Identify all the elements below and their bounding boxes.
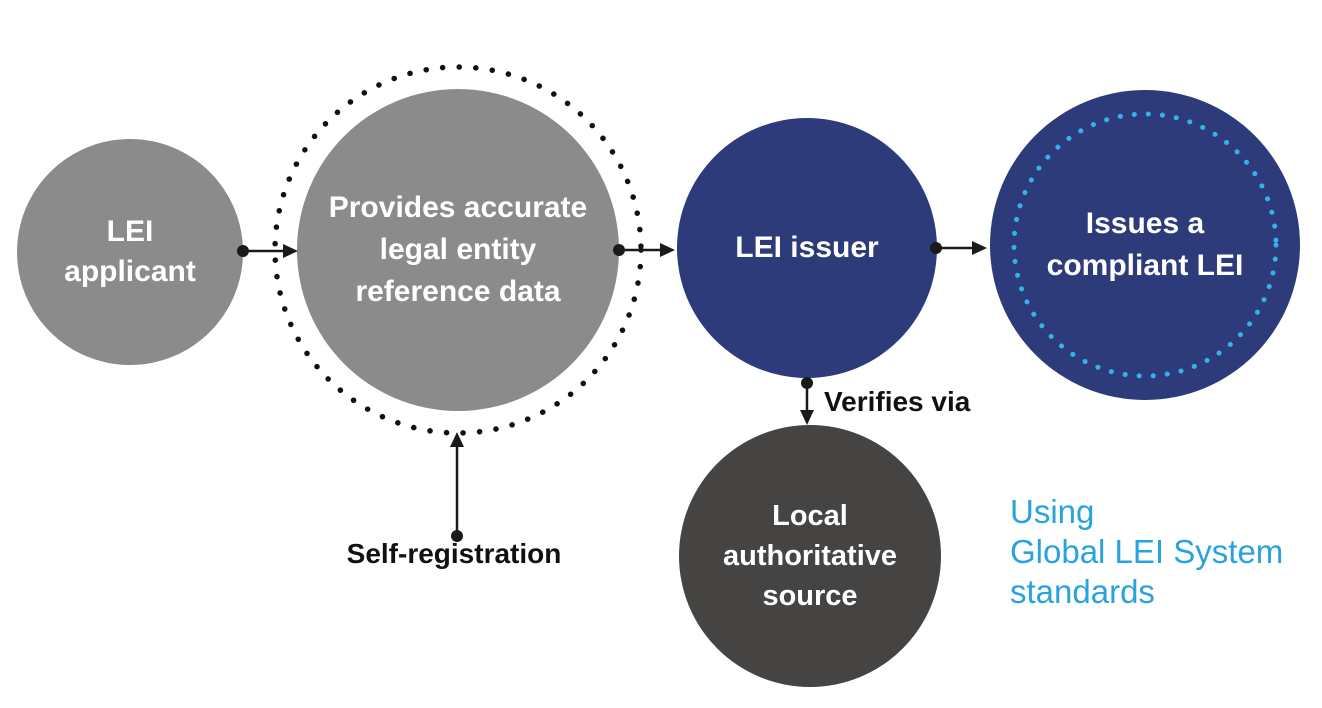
node-compliant-lei-label: Issues a compliant LEI xyxy=(1046,207,1244,282)
node-local-authoritative-source: Local authoritative source xyxy=(679,425,941,687)
node-local-authoritative-source-label: Local authoritative source xyxy=(722,500,898,612)
arrow-issuer-to-source xyxy=(800,377,814,425)
node-lei-issuer: LEI issuer xyxy=(677,118,937,378)
arrow-self-registration xyxy=(450,432,464,542)
node-compliant-lei: Issues a compliant LEI xyxy=(990,90,1300,400)
arrow-issuer-to-compliant xyxy=(930,241,987,255)
arrow-data-to-issuer xyxy=(613,243,675,257)
verifies-via-label: Verifies via xyxy=(824,386,971,417)
self-registration-label: Self-registration xyxy=(346,538,562,569)
node-reference-data: Provides accurate legal entity reference… xyxy=(297,89,619,411)
node-lei-applicant: LEI applicant xyxy=(17,139,243,365)
arrow-applicant-to-data xyxy=(237,244,298,258)
standards-note: Using Global LEI System standards xyxy=(1010,493,1284,610)
node-lei-applicant-label: LEI applicant xyxy=(64,215,196,288)
node-reference-data-label: Provides accurate legal entity reference… xyxy=(328,191,588,308)
node-lei-issuer-label: LEI issuer xyxy=(735,231,879,264)
